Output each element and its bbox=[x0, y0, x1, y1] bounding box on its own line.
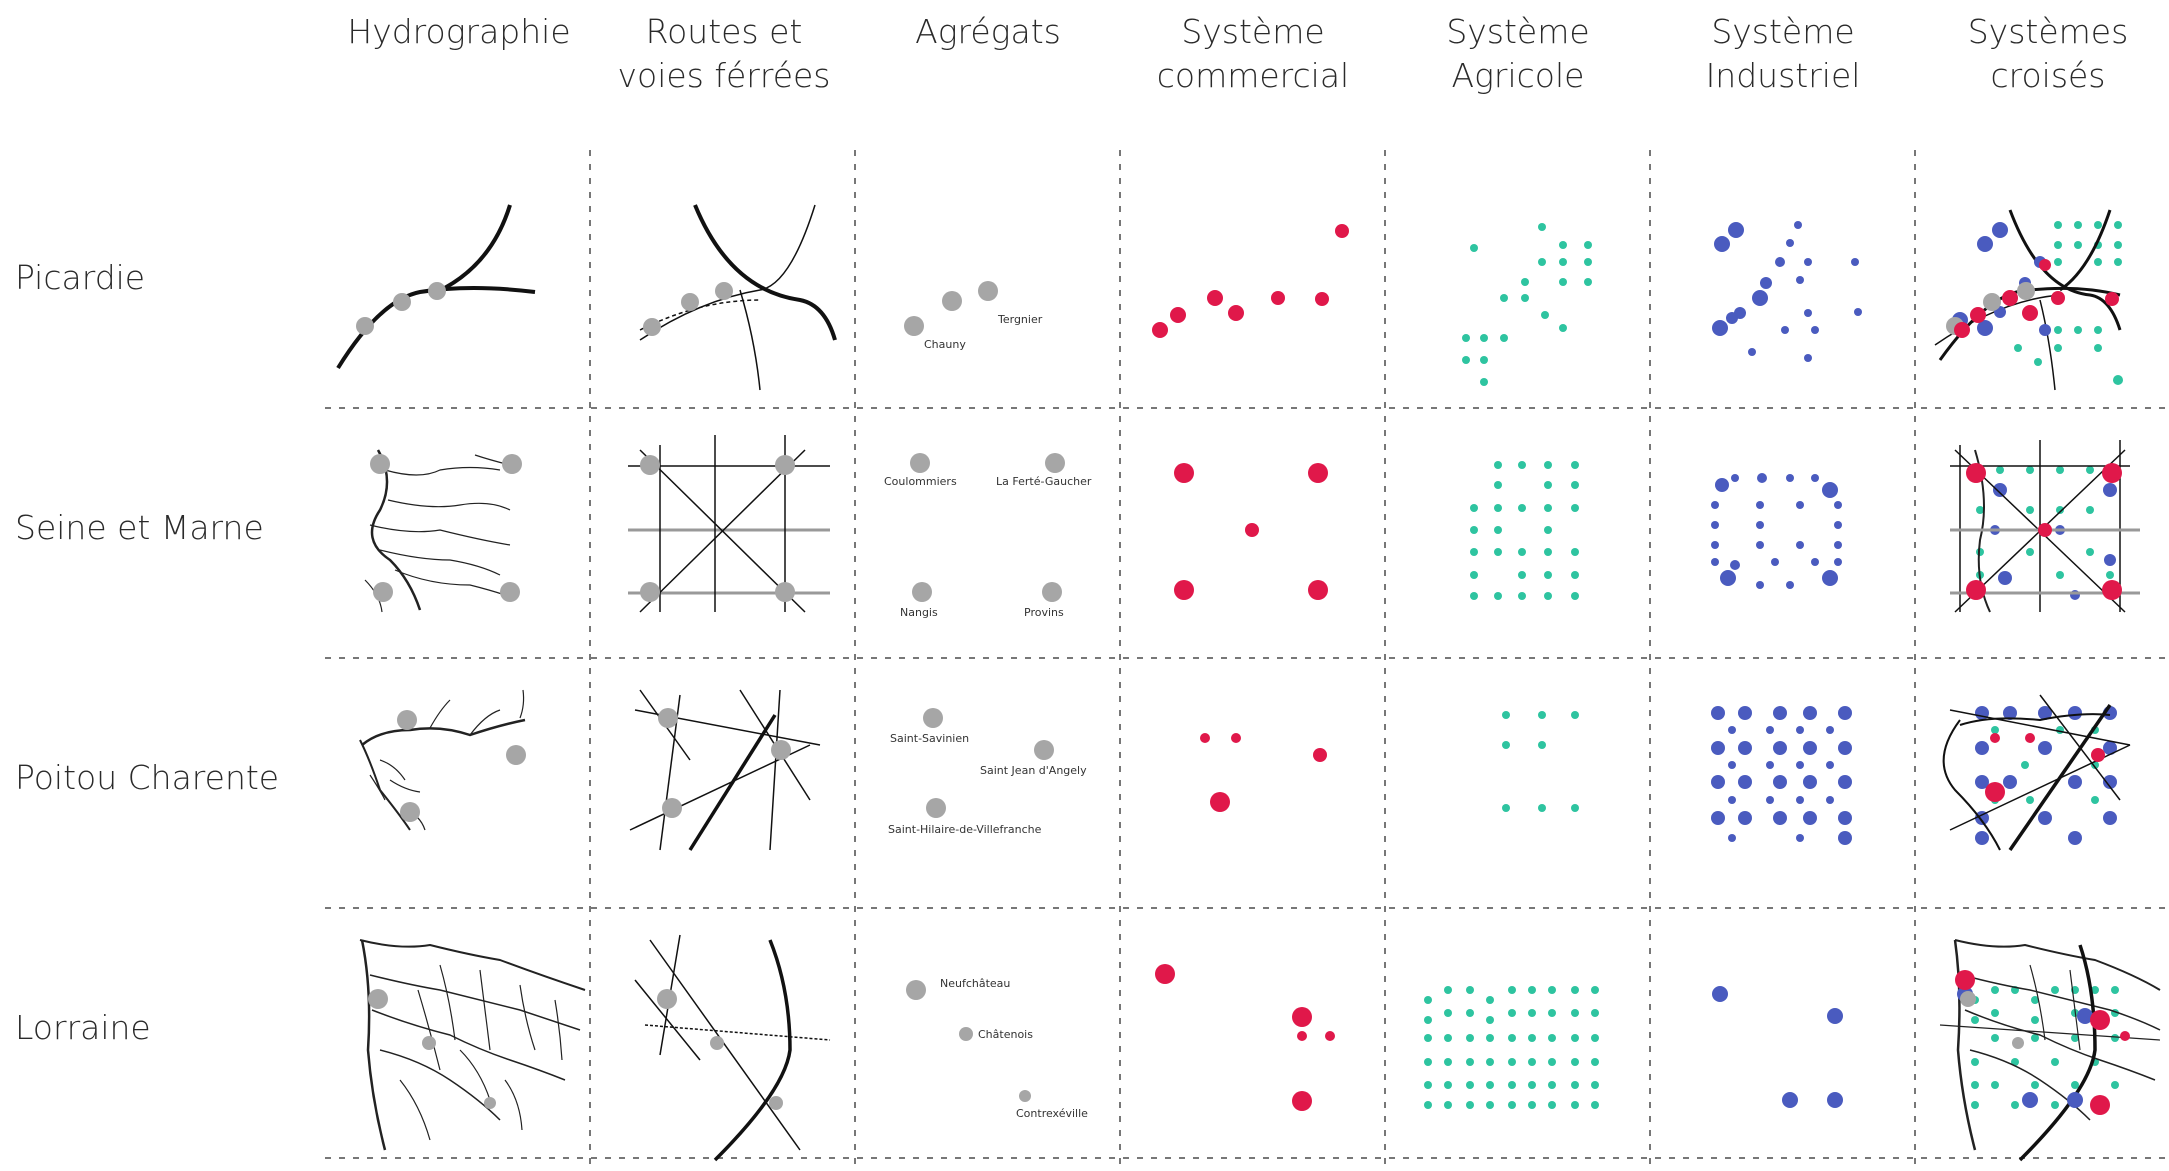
lorraine-hydrographie bbox=[359, 939, 586, 1151]
poitou-charente-industriel bbox=[1711, 706, 1852, 845]
column-header-line1: Hydrographie bbox=[347, 12, 571, 51]
poitou-charente-agregats: Saint-Savinien Saint Jean d'Angely Saint… bbox=[888, 708, 1087, 836]
aggregate-label: Châtenois bbox=[978, 1028, 1033, 1041]
column-header-line2: commercial bbox=[1156, 56, 1350, 95]
seine-et-marne-hydrographie bbox=[364, 449, 522, 613]
column-header-hydrographie: Hydrographie bbox=[339, 10, 579, 54]
row-label-lorraine: Lorraine bbox=[15, 1008, 151, 1047]
column-header-line1: Routes et bbox=[645, 12, 803, 51]
column-header-agricole: Système Agricole bbox=[1398, 10, 1638, 98]
aggregate-label: Neufchâteau bbox=[940, 977, 1010, 990]
column-header-line2: Agricole bbox=[1451, 56, 1585, 95]
picardie-croises bbox=[1934, 209, 2123, 391]
lorraine-commercial bbox=[1155, 964, 1335, 1111]
lorraine-agricole bbox=[1424, 986, 1599, 1109]
seine-et-marne-routes bbox=[628, 435, 830, 613]
aggregate-label: Saint-Savinien bbox=[890, 732, 969, 745]
seine-et-marne-croises bbox=[1950, 440, 2140, 613]
column-header-industriel: Système Industriel bbox=[1663, 10, 1903, 98]
picardie-agricole bbox=[1462, 223, 1592, 386]
column-header-commercial: Système commercial bbox=[1133, 10, 1373, 98]
column-header-line1: Agrégats bbox=[915, 12, 1061, 51]
column-header-routes: Routes et voies férrées bbox=[604, 10, 844, 98]
column-header-line1: Systèmes bbox=[1967, 12, 2129, 51]
column-header-agregats: Agrégats bbox=[868, 10, 1108, 54]
aggregate-label: Saint-Hilaire-de-Villefranche bbox=[888, 823, 1042, 836]
picardie-industriel bbox=[1712, 221, 1862, 362]
lorraine-agregats: Neufchâteau Châtenois Contrexéville bbox=[906, 977, 1088, 1120]
column-header-croises: Systèmes croisés bbox=[1928, 10, 2168, 98]
column-header-line2: Industriel bbox=[1705, 56, 1861, 95]
poitou-charente-commercial bbox=[1200, 733, 1327, 812]
aggregate-label: Tergnier bbox=[997, 313, 1043, 326]
column-header-line1: Système bbox=[1181, 12, 1325, 51]
picardie-hydrographie bbox=[336, 204, 536, 370]
row-label-seine-et-marne: Seine et Marne bbox=[15, 508, 264, 547]
aggregate-label: Contrexéville bbox=[1016, 1107, 1088, 1120]
grid-lines bbox=[325, 150, 2169, 1165]
picardie-agregats: Tergnier Chauny bbox=[904, 281, 1043, 351]
aggregate-label: Provins bbox=[1024, 606, 1064, 619]
lorraine-croises bbox=[1939, 939, 2161, 1162]
row-label-poitou-charente: Poitou Charente bbox=[15, 758, 280, 797]
seine-et-marne-commercial bbox=[1174, 463, 1328, 600]
picardie-routes bbox=[639, 204, 837, 391]
aggregate-label: Saint Jean d'Angely bbox=[980, 764, 1087, 777]
poitou-charente-hydrographie bbox=[359, 689, 526, 831]
aggregate-label: Chauny bbox=[924, 338, 966, 351]
lorraine-industriel bbox=[1712, 986, 1843, 1108]
aggregate-label: Coulommiers bbox=[884, 475, 957, 488]
aggregate-label: Nangis bbox=[900, 606, 938, 619]
poitou-charente-routes bbox=[629, 689, 821, 851]
poitou-charente-agricole bbox=[1502, 711, 1579, 812]
seine-et-marne-industriel bbox=[1711, 473, 1842, 589]
aggregate-label: La Ferté-Gaucher bbox=[996, 475, 1092, 488]
seine-et-marne-agricole bbox=[1470, 461, 1579, 600]
seine-et-marne-agregats: Coulommiers La Ferté-Gaucher Nangis Prov… bbox=[884, 453, 1092, 619]
poitou-charente-croises bbox=[1942, 694, 2131, 851]
row-label-picardie: Picardie bbox=[15, 258, 146, 297]
column-header-line1: Système bbox=[1711, 12, 1855, 51]
lorraine-routes bbox=[634, 934, 831, 1162]
picardie-commercial bbox=[1152, 224, 1349, 338]
column-header-line2: voies férrées bbox=[617, 56, 831, 95]
column-header-line1: Système bbox=[1446, 12, 1590, 51]
column-header-line2: croisés bbox=[1990, 56, 2106, 95]
